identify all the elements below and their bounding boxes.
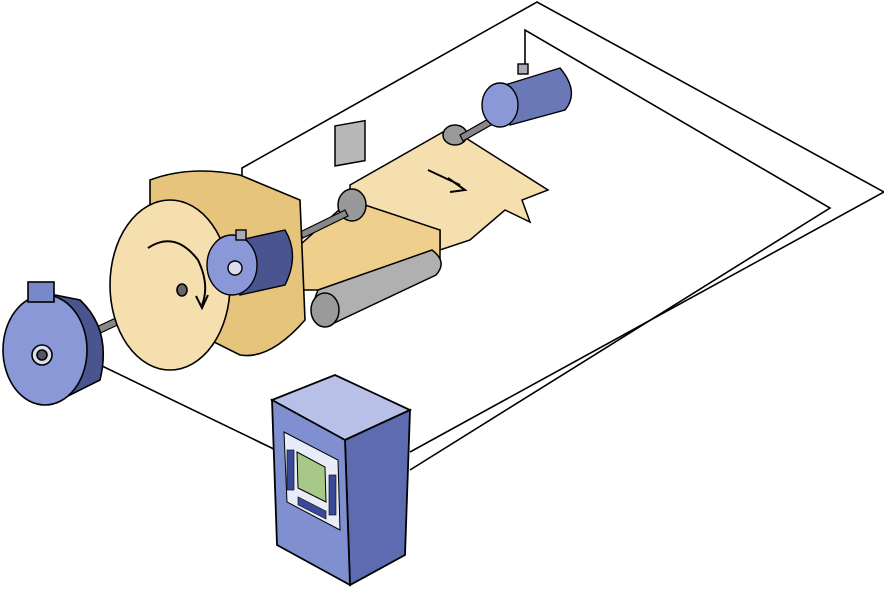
roll-face (109, 199, 231, 371)
sensor-right-flange (481, 82, 519, 128)
rotation-arrowhead (195, 294, 209, 311)
tension-sensor-left (206, 229, 294, 296)
sensor-left-connector (235, 229, 247, 241)
display-screen (296, 451, 327, 503)
sensor-right-body (504, 67, 573, 126)
brake (2, 281, 105, 406)
rotation-arrow-icon (147, 240, 207, 306)
brake-bore (36, 349, 48, 361)
roll-core (176, 283, 188, 297)
tension-controller (269, 374, 413, 587)
sensor-left-bore (227, 260, 243, 276)
keypad (286, 449, 337, 520)
sensor-right-connector (517, 63, 529, 75)
direction-arrow (427, 169, 468, 193)
wire-right-sensor (409, 28, 832, 471)
roller-upper (334, 119, 366, 167)
bottom-keys (297, 496, 327, 520)
wire-brake (99, 364, 281, 453)
brake-terminal-box (27, 281, 55, 303)
tension-sensor-right (481, 63, 573, 128)
right-keys (328, 474, 337, 516)
left-keys (286, 449, 295, 491)
enclosure-side (344, 408, 411, 587)
roller-lower-end (310, 292, 340, 328)
